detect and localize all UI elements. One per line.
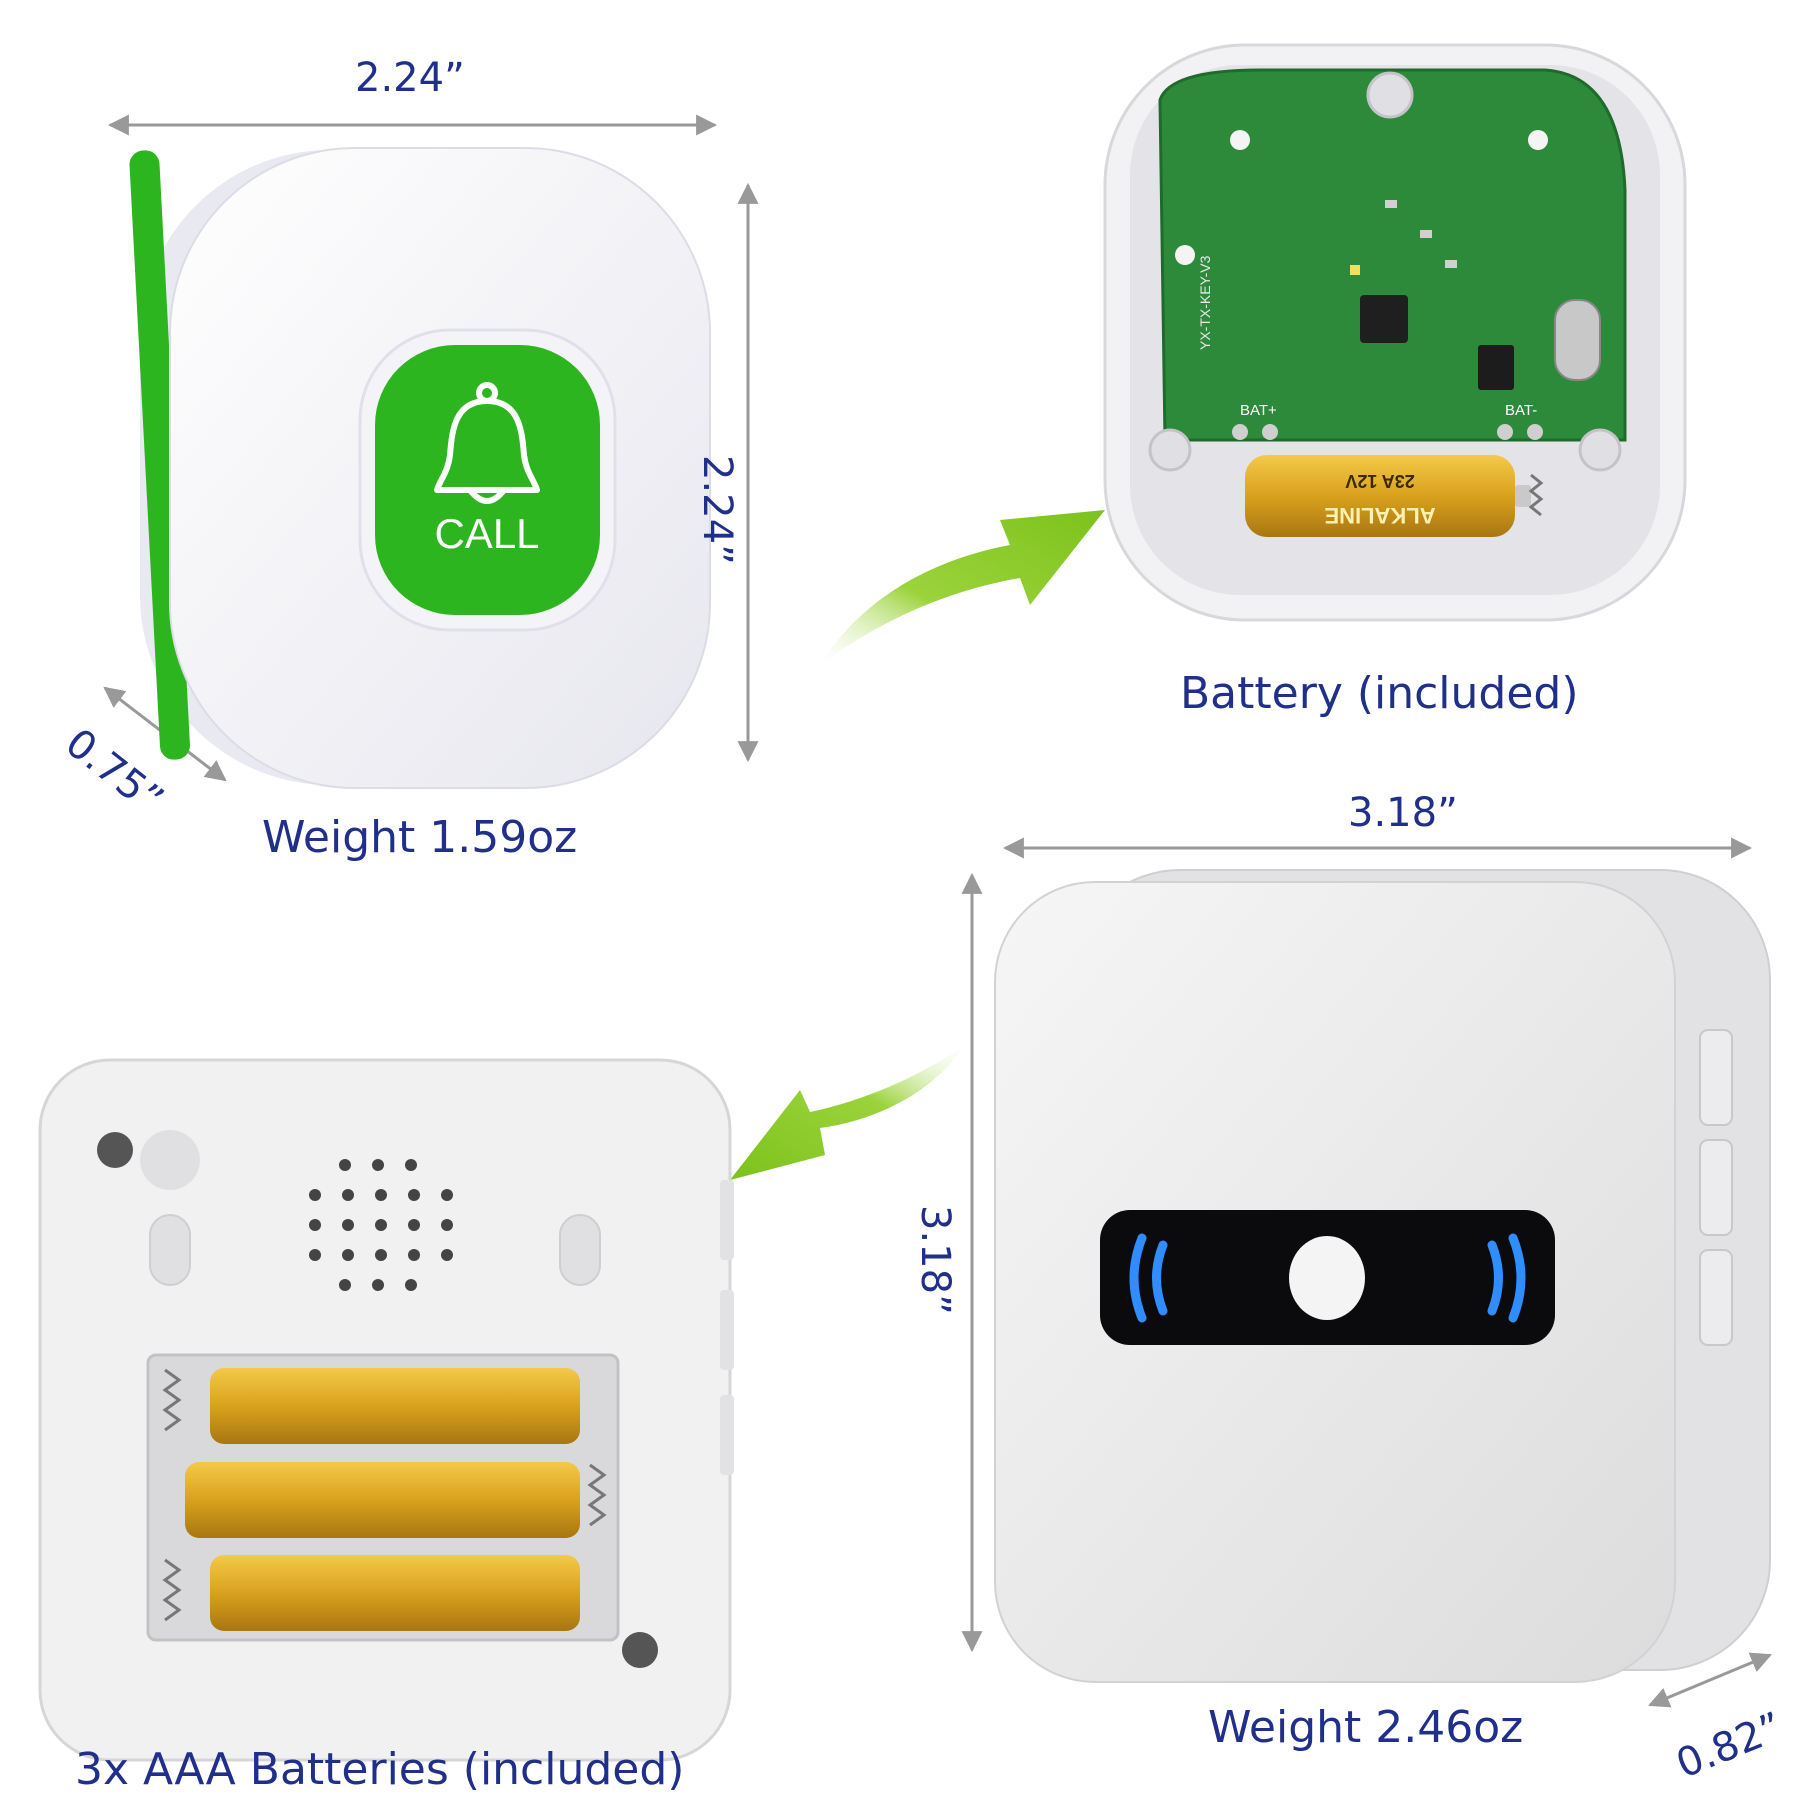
svg-text:ALKALINE: ALKALINE [1324,503,1435,528]
call-button-weight: Weight 1.59oz [262,812,578,863]
aaa-battery-1 [210,1368,580,1444]
light-right-outer [1508,1233,1526,1323]
arrow-to-back-view [730,1045,965,1180]
bell-icon [434,382,540,504]
battery-23a: 23A 12V ALKALINE [1245,455,1544,537]
receiver-back-view [38,1058,734,1762]
light-left-outer [1129,1233,1147,1323]
battery-caption: Battery (included) [1180,668,1579,719]
receiver-height-label: 3.18” [912,1205,958,1315]
svg-text:YX-TX-KEY-V3: YX-TX-KEY-V3 [1197,255,1213,350]
light-left-inner [1152,1240,1168,1316]
receiver-back-caption: 3x AAA Batteries (included) [75,1744,685,1795]
arrow-to-battery-view [820,510,1105,665]
call-button-width-label: 2.24” [355,55,465,101]
receiver-device [961,837,1772,1708]
svg-text:BAT+: BAT+ [1240,402,1277,419]
svg-text:BAT-: BAT- [1505,402,1537,419]
call-button-height-label: 2.24” [694,455,740,565]
pcb-board [1158,68,1627,442]
speaker-grille [309,1159,453,1291]
aaa-battery-2 [185,1462,580,1538]
transmitter-internal-view: YX-TX-KEY-V3 BAT+ BAT- 23A 12V ALKALINE [1103,43,1687,622]
aaa-battery-3 [210,1555,580,1631]
depth-dimension-line [1648,1652,1772,1708]
call-button-label: CALL [434,510,539,557]
receiver-center-button [1289,1236,1365,1320]
receiver-weight: Weight 2.46oz [1208,1702,1524,1753]
call-button-face [375,345,600,615]
svg-text:23A 12V: 23A 12V [1345,471,1414,491]
light-right-inner [1487,1240,1503,1316]
receiver-width-label: 3.18” [1348,790,1458,836]
call-button-device [103,114,759,789]
